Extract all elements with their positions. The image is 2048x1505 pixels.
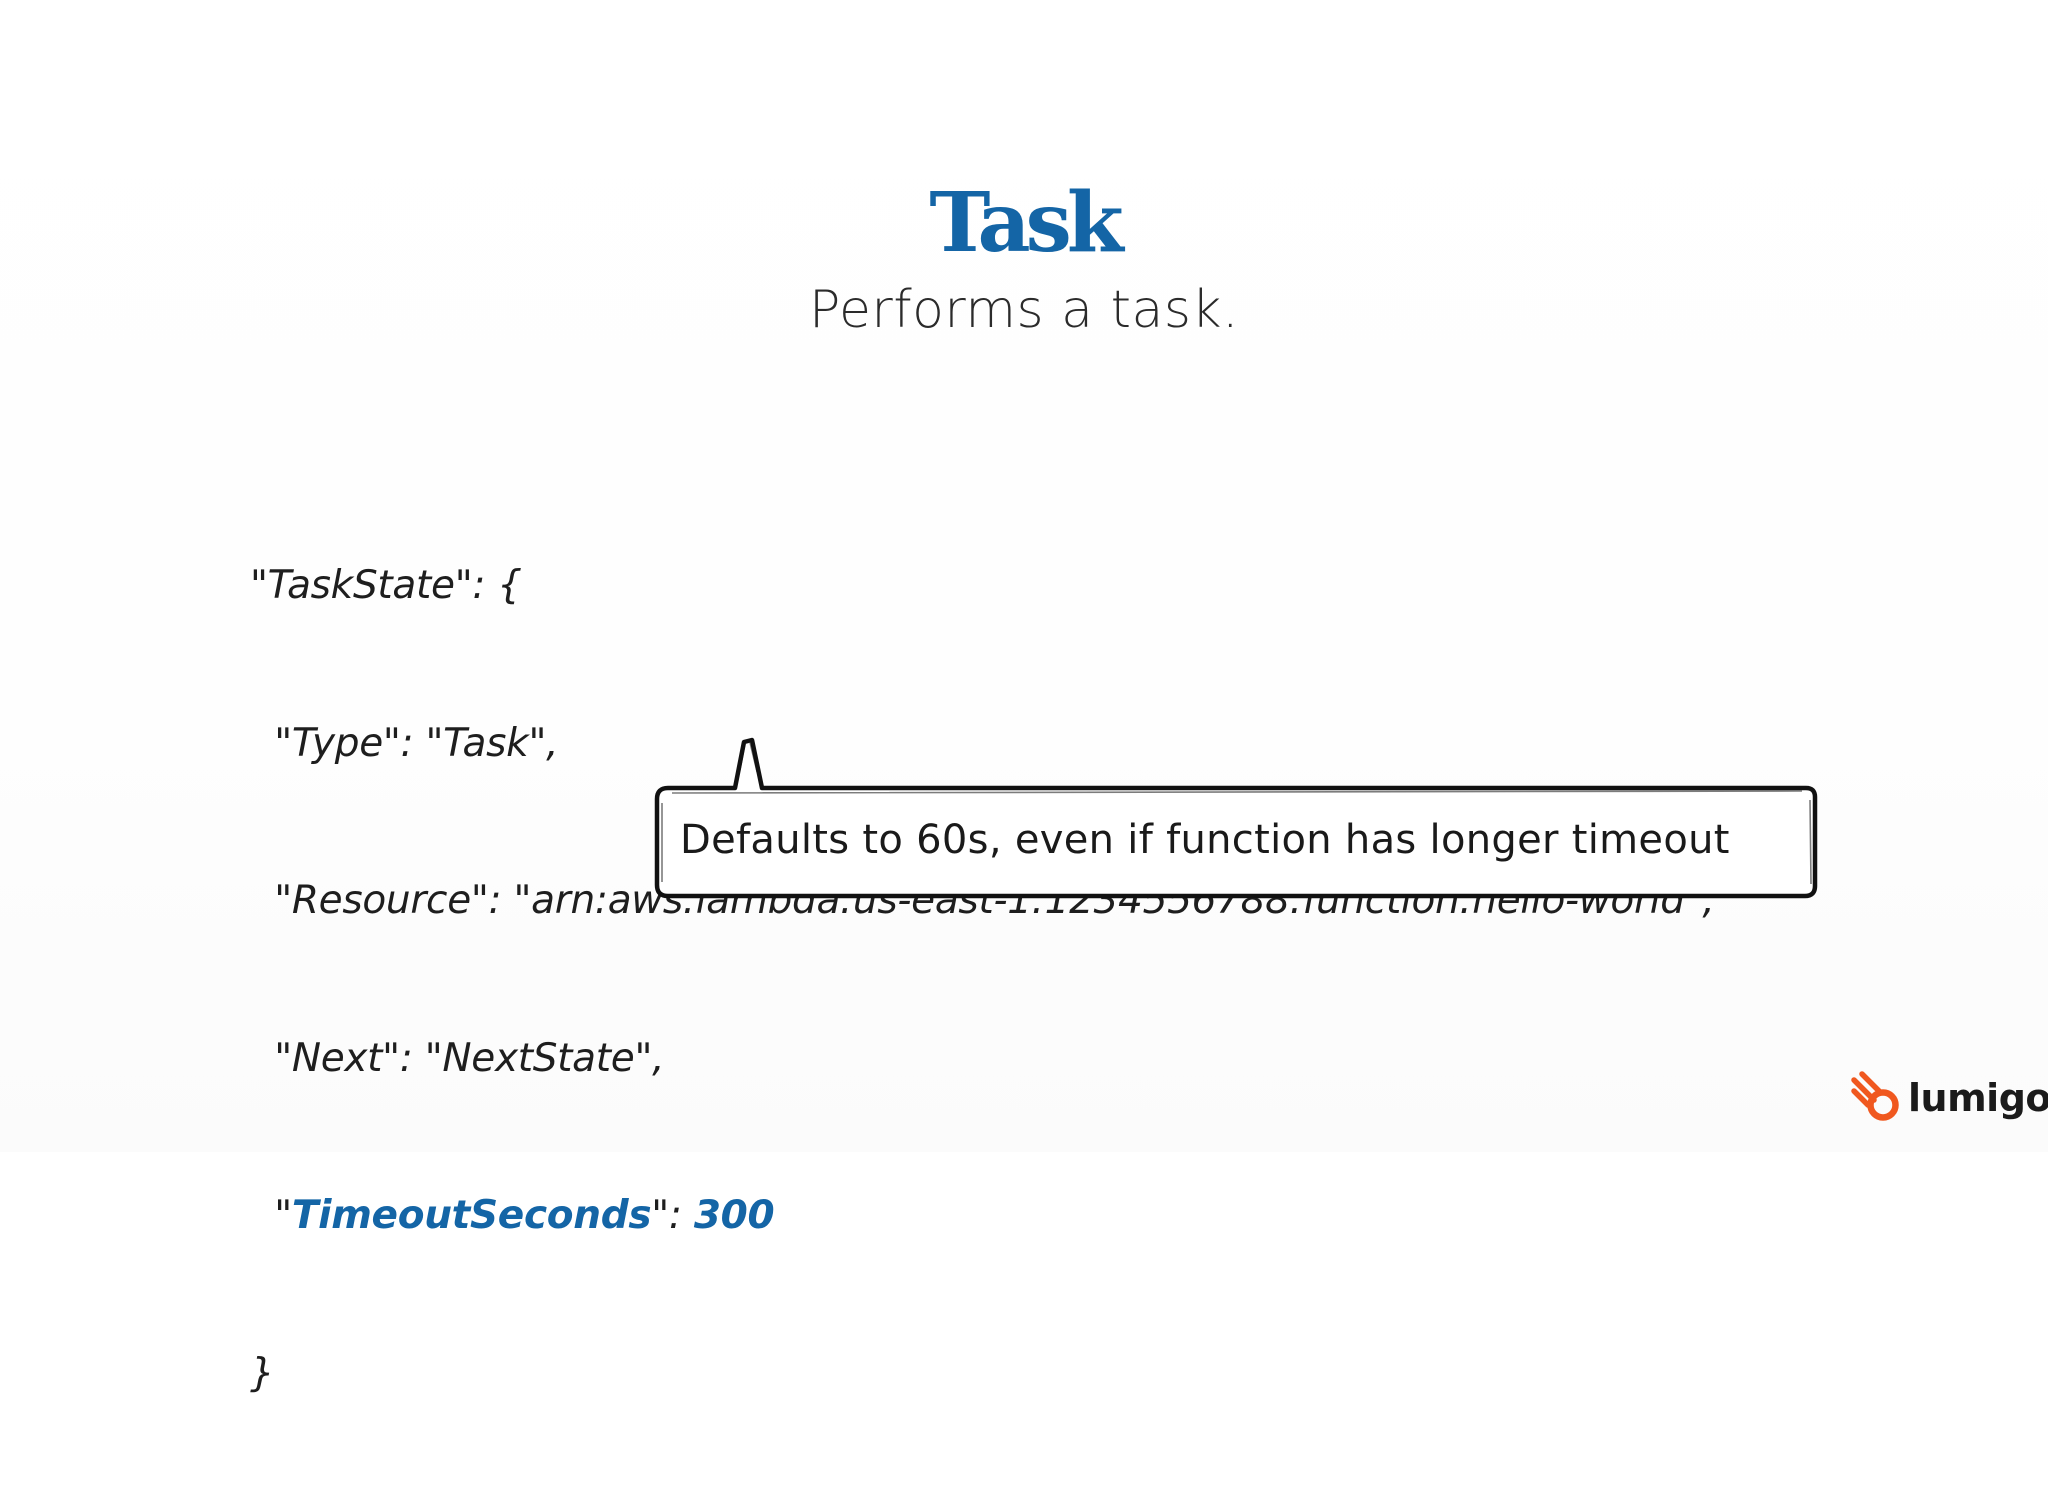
- code-line: "Type": "Task",: [250, 718, 1714, 771]
- code-text: ":: [651, 1193, 694, 1238]
- slide: Task Performs a task. "TaskState": { "Ty…: [0, 0, 2048, 1396]
- code-line-timeout: "TimeoutSeconds": 300: [250, 1190, 1714, 1243]
- code-line: "Next": "NextState",: [250, 1033, 1714, 1086]
- code-line: }: [250, 1348, 1714, 1401]
- code-text: }: [250, 1350, 275, 1396]
- code-text: "TaskState": {: [250, 563, 522, 608]
- slide-title: Task: [929, 175, 1123, 271]
- code-text: "Resource": "arn:aws:lambda:us-east-1:12…: [250, 878, 1715, 923]
- brand-logo: lumigo: [1850, 1068, 2048, 1128]
- code-text: "Next": "NextState",: [250, 1035, 665, 1081]
- timeout-seconds-value: 300: [693, 1193, 775, 1238]
- slide-subtitle: Performs a task.: [808, 280, 1240, 340]
- lumigo-logo-icon: [1851, 1071, 1899, 1121]
- code-line: "TaskState": {: [250, 560, 1714, 613]
- brand-name: lumigo: [1908, 1076, 2048, 1120]
- code-text: ": [250, 1193, 292, 1238]
- timeout-seconds-key: TimeoutSeconds: [291, 1193, 652, 1238]
- callout-text: Defaults to 60s, even if function has lo…: [680, 817, 1730, 863]
- code-block: "TaskState": { "Type": "Task", "Resource…: [250, 455, 1715, 1505]
- code-line: "Resource": "arn:aws:lambda:us-east-1:12…: [250, 875, 1715, 928]
- code-text: "Type": "Task",: [250, 720, 559, 766]
